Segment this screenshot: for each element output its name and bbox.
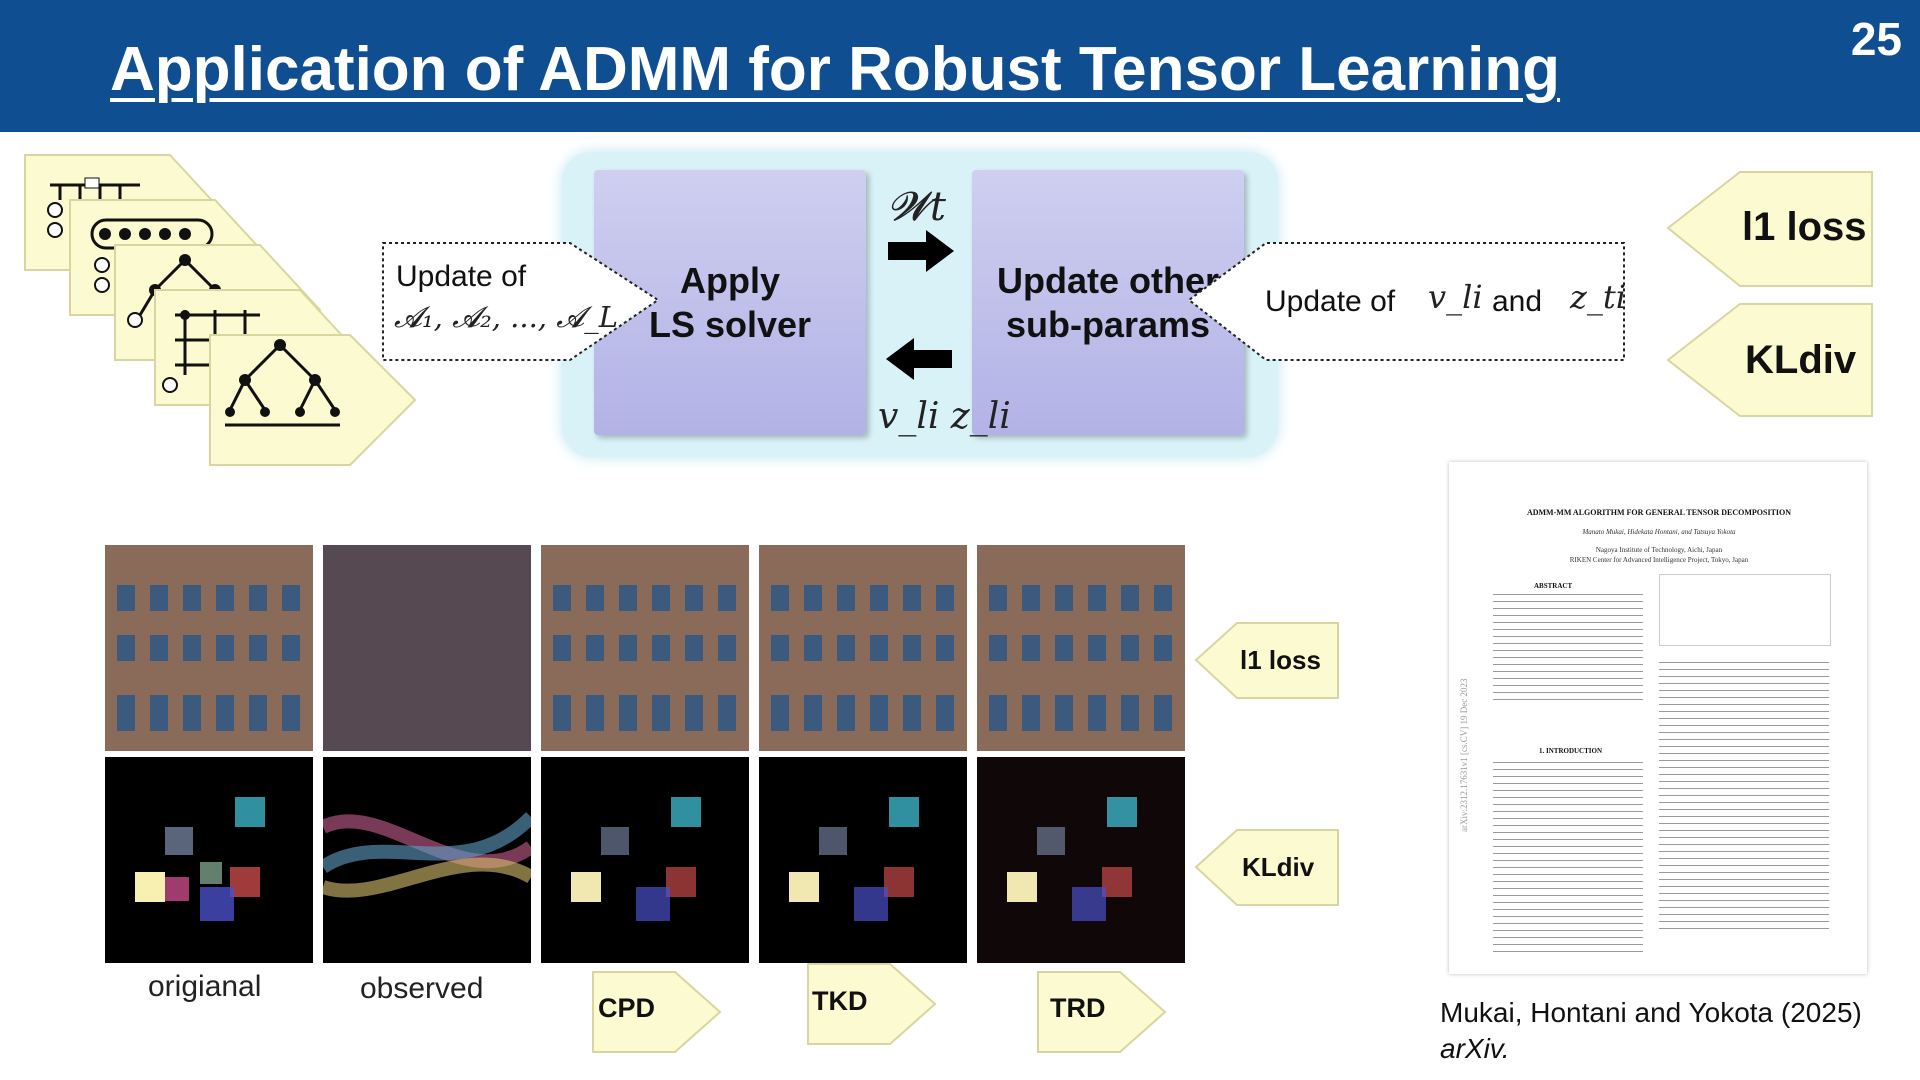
paper-authors: Manato Mukai, Hidekata Hontani, and Tats… [1582,528,1736,536]
slide-title: Application of ADMM for Robust Tensor Le… [110,35,1561,104]
arrow-right-icon [888,230,954,272]
paper-thumbnail: ADMM-MM ALGORITHM FOR GENERAL TENSOR DEC… [1449,462,1867,974]
blobs-cpd [541,757,749,963]
right-callout-math-v: v_li [1428,278,1483,316]
tensor-network-cards [24,154,417,466]
method-tag-cpd: CPD [598,993,656,1023]
method-tag-trd: TRD [1050,993,1106,1023]
paper-left-column [1493,762,1643,952]
row-tag-kldiv: KLdiv [1242,852,1315,882]
left-callout-text: Update of [396,260,527,293]
paper-arxiv-id: arXiv:2312.17631v1 [cs.CV] 19 Dec 2023 [1459,678,1469,832]
blobs-trd [977,757,1185,963]
sub-params-label: Update other sub-params [996,260,1219,345]
left-callout-math: 𝓐₁, 𝓐₂, ..., 𝓐_L [394,300,619,334]
tag-l1-loss: l1 loss [1742,205,1867,249]
tag-kldiv: KLdiv [1745,338,1857,382]
row-tag-shapes [1194,622,1339,906]
paper-title: ADMM-MM ALGORITHM FOR GENERAL TENSOR DEC… [1526,508,1792,517]
paper-affiliation-2: RIKEN Center for Advanced Intelligence P… [1569,556,1749,564]
loss-tags-shapes [1666,171,1873,417]
right-callout-math-z: z_ti [1570,278,1626,316]
top-symbol: 𝓦t [888,184,946,230]
arrow-left-icon [886,338,952,380]
building-trd [977,545,1185,751]
label-original: origianal [148,970,262,1003]
header-bar [0,0,1920,132]
row-tag-l1-loss: l1 loss [1240,645,1321,675]
label-observed: observed [360,972,484,1005]
citation: Mukai, Hontani and Yokota (2025) arXiv. [1440,995,1862,1068]
citation-authors: Mukai, Hontani and Yokota (2025) [1440,997,1862,1028]
building-observed [323,545,531,751]
building-original [105,545,313,751]
left-callout-shape [382,242,660,361]
blobs-observed [323,757,531,963]
right-callout-and: and [1492,285,1543,318]
tn-card-5 [209,334,417,466]
ls-solver-box: Apply LS solver [594,170,866,435]
ls-solver-label: Apply LS solver [648,260,812,345]
paper-section-heading: 1. INTRODUCTION [1539,747,1603,755]
paper-figure [1659,574,1831,646]
building-cpd [541,545,749,751]
paper-right-column [1659,662,1829,932]
citation-venue: arXiv. [1440,1033,1510,1065]
paper-affiliation-1: Nagoya Institute of Technology, Aichi, J… [1595,546,1723,554]
right-callout-text: Update of [1265,285,1396,318]
method-tag-shapes [592,963,1167,1053]
blobs-tkd [759,757,967,963]
method-tag-tkd: TKD [812,986,868,1016]
paper-abstract-text [1493,594,1643,704]
bottom-symbol: v_li z_li [878,396,1011,437]
blobs-original [105,757,313,963]
paper-abstract-heading: ABSTRACT [1534,582,1573,590]
page-number: 25 [1850,13,1902,65]
right-callout-shape [1187,242,1625,361]
building-tkd [759,545,967,751]
